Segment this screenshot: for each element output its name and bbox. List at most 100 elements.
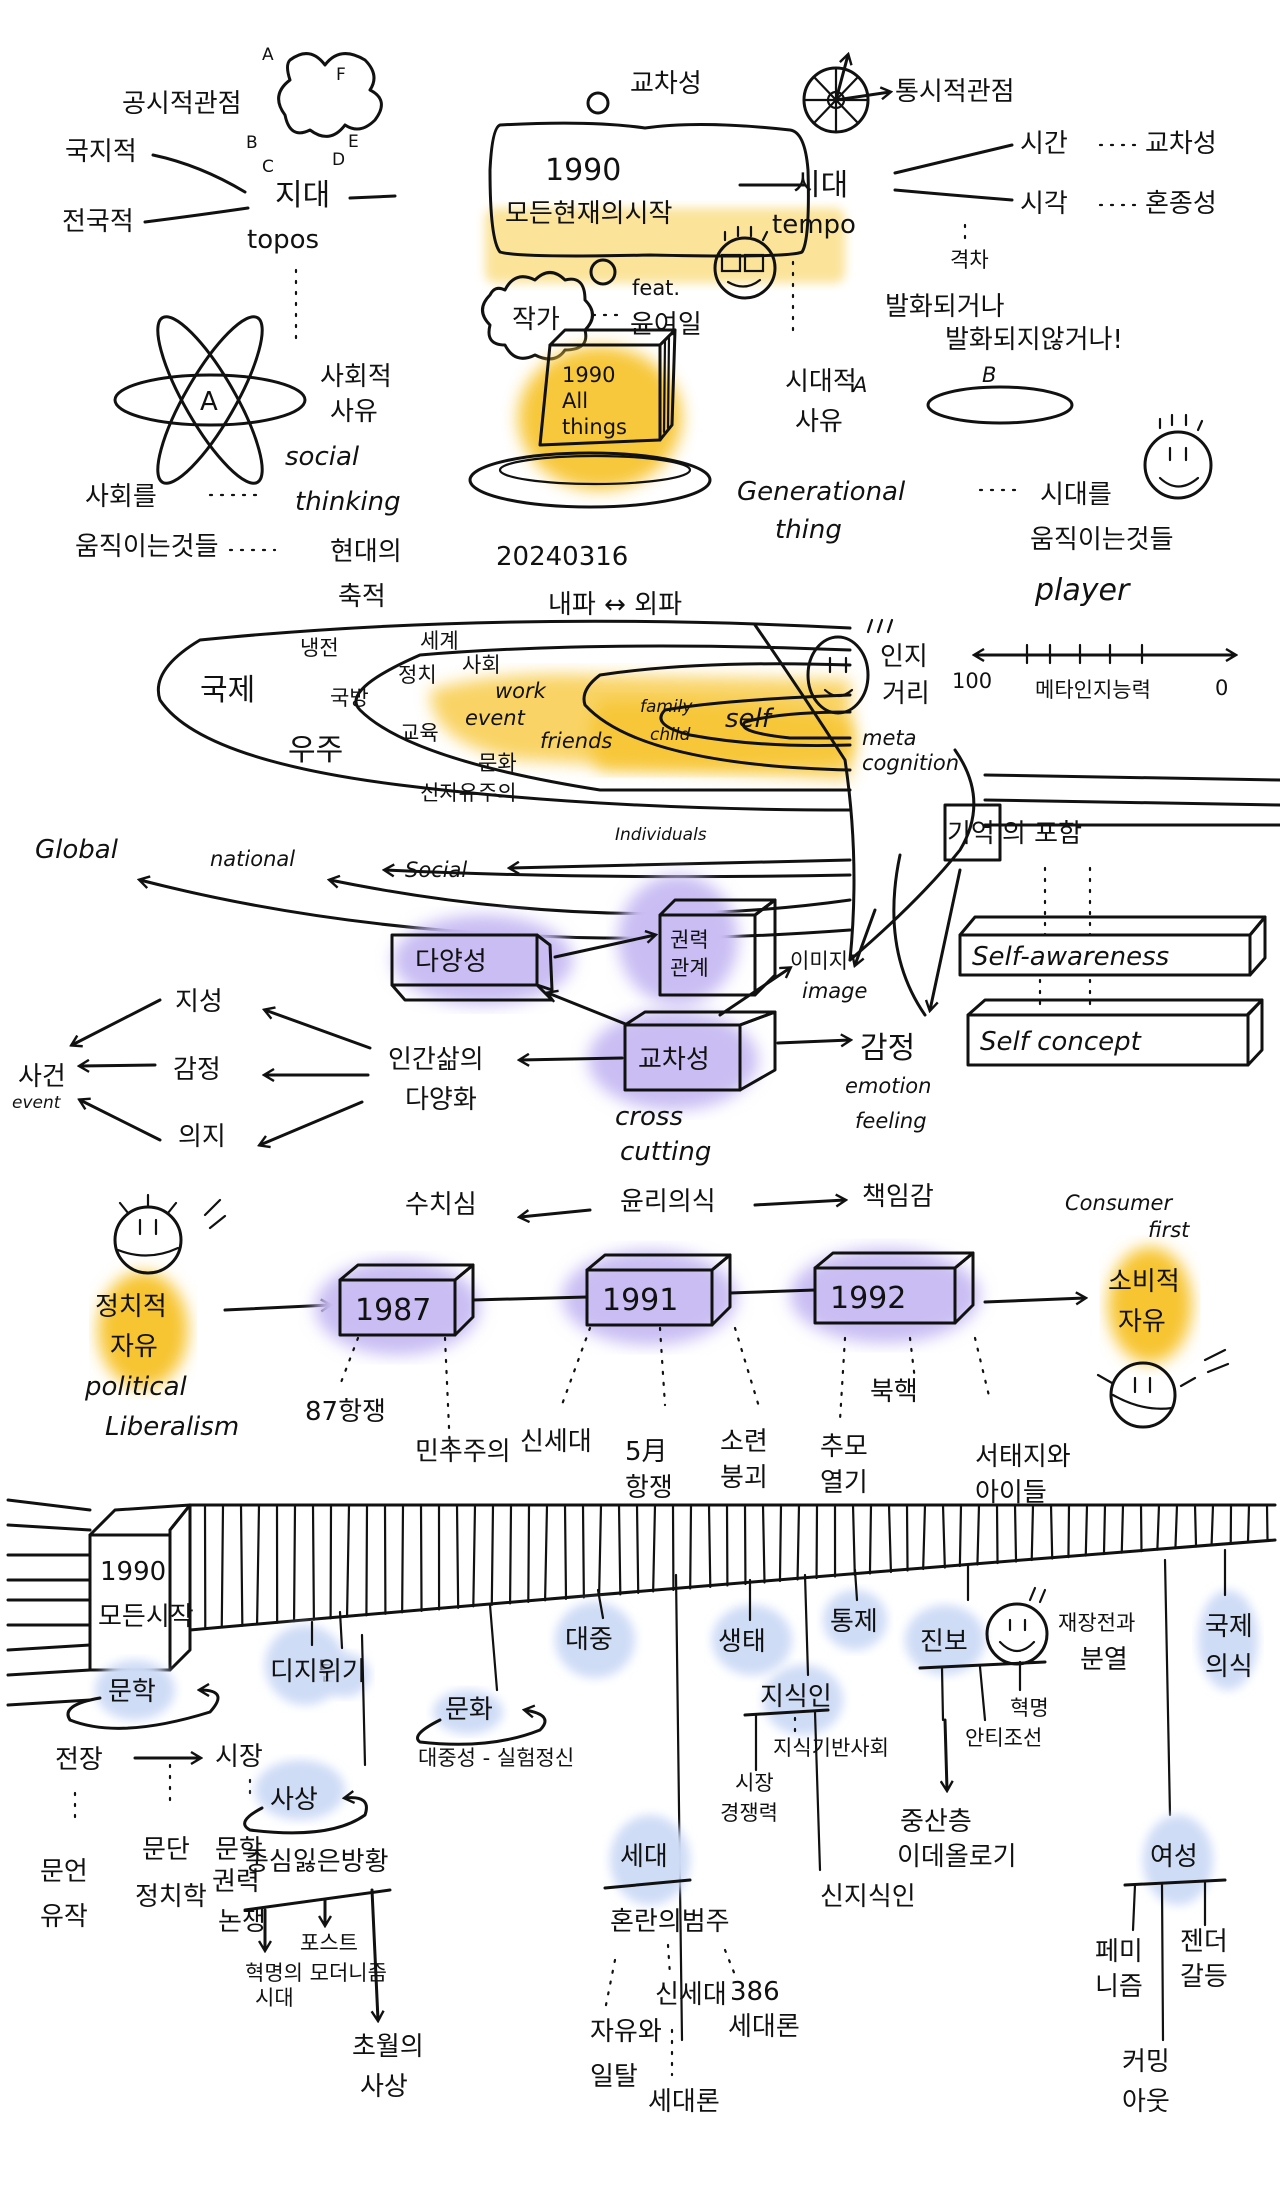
puzzle-letter: B — [246, 133, 258, 153]
year-note: 추모 — [820, 1432, 868, 1462]
sphere-work: work — [495, 679, 547, 703]
faculty-emotion: 감정 — [173, 1055, 221, 1085]
beam-tick — [473, 1505, 475, 1606]
cognitive-distance-label: 인지 — [880, 642, 928, 672]
thought-child: 사상 — [360, 2072, 408, 2102]
sphere-world: 세계 — [420, 629, 459, 653]
beam-tick — [1122, 1505, 1123, 1553]
generation-child: 386 — [730, 1977, 780, 2007]
thought-head: 중심잃은방황 — [245, 1847, 389, 1877]
generation-child: 자유와 — [590, 2017, 662, 2047]
consumer-label: 소비적 — [1108, 1267, 1180, 1297]
year-connector — [975, 1338, 990, 1400]
topos-label: topos — [247, 225, 319, 255]
progress-face-icon — [987, 1588, 1047, 1664]
intellectual-child: 신지식인 — [820, 1882, 916, 1912]
year-connector — [840, 1338, 845, 1420]
women-child: 아웃 — [1122, 2087, 1170, 2117]
beam-tick — [241, 1505, 242, 1626]
social-label: 사회적 — [320, 362, 392, 392]
beam-block-label: 모든시작 — [98, 1602, 194, 1632]
movers-label-2: 움직이는것들 — [75, 532, 219, 562]
beam-tick — [545, 1505, 547, 1600]
puzzle-letter: A — [262, 45, 274, 65]
cognitive-distance-label-2: 거리 — [882, 679, 930, 709]
beam-tick — [619, 1505, 620, 1594]
literature-leaf: 논쟁 — [218, 1907, 266, 1937]
generational-en: Generational — [737, 477, 906, 507]
year-block-1992: 1992추모열기북핵서태지와아이들 — [790, 1248, 1071, 1508]
beam-tick — [1051, 1505, 1052, 1559]
beam-tick — [997, 1505, 998, 1563]
year-note: 민주주의 — [415, 1437, 511, 1467]
topic-ecology: 생태 — [718, 1627, 766, 1657]
place-label: 지대 — [275, 178, 330, 213]
topic-mass: 대중 — [565, 1625, 613, 1655]
topic-culture: 문화 — [445, 1695, 493, 1725]
beam-tick — [1248, 1505, 1249, 1542]
diversification-label: 다양화 — [405, 1085, 477, 1115]
generational-label: 시대적 — [785, 367, 857, 397]
timeline-section: 윤리의식 수치심 책임감 정치적 자유 political Liberalism… — [84, 1182, 1228, 1508]
generation-head: 혼란의범주 — [610, 1907, 730, 1937]
self-concept-block: Self concept — [968, 1000, 1262, 1065]
cross-en: cross — [615, 1102, 683, 1132]
sphere-family: family — [640, 697, 693, 717]
women-child: 니즘 — [1095, 1972, 1143, 2002]
sphere-education: 교육 — [400, 721, 439, 745]
sphere-self: self — [725, 704, 775, 734]
year-label: 1987 — [355, 1293, 431, 1328]
beam-tick — [347, 1505, 349, 1617]
beam-tick — [1175, 1505, 1177, 1548]
beam-tick — [1068, 1505, 1069, 1557]
beam-tick — [599, 1505, 601, 1596]
view-branch-label: 시각 — [1020, 189, 1068, 219]
self-awareness-block: Self-awareness — [960, 917, 1265, 975]
beam-tick — [528, 1505, 529, 1602]
beam-tick — [1086, 1505, 1087, 1556]
intellectual-child: 시장 — [735, 1771, 774, 1795]
book-title-line: 1990 — [562, 363, 615, 387]
crossing-link-label: 교차성 — [1145, 129, 1217, 159]
beam-tick — [510, 1505, 511, 1603]
year-note: 5月 — [625, 1437, 668, 1467]
year-connector — [735, 1328, 760, 1410]
beam-tick — [583, 1505, 584, 1597]
puzzle-letter: F — [336, 65, 346, 85]
sphere-friends: friends — [540, 729, 612, 753]
memory-label: 기억 — [947, 819, 995, 849]
image-ko-label: 이미지 — [790, 949, 848, 973]
scope-social: Social — [405, 858, 467, 882]
beam-tick — [690, 1505, 691, 1588]
implosion-explosion-label: 내파 ↔ 외파 — [548, 590, 682, 620]
topic-control: 통제 — [830, 1607, 878, 1637]
beam-tick — [1267, 1505, 1268, 1541]
beam-tick — [1032, 1505, 1033, 1560]
gap-note-1: 발화되거나 — [885, 292, 1005, 322]
feeling-en-label: feeling — [855, 1109, 927, 1133]
culture-note: 대중성 - 실험정신 — [418, 1746, 574, 1770]
year-connector — [560, 1328, 590, 1410]
beam-tick — [1104, 1505, 1105, 1554]
relation-label: 관계 — [670, 956, 709, 980]
political-freedom: 정치적 자유 political Liberalism — [84, 1195, 239, 1442]
beam-tick — [977, 1505, 979, 1565]
faculty-intellect: 지성 — [175, 987, 223, 1017]
year-connector — [445, 1338, 450, 1450]
reload-label: 재장전과 — [1058, 1611, 1135, 1635]
cognition-label: cognition — [862, 751, 959, 775]
scale-max: 100 — [952, 669, 992, 693]
link-knot-icon — [588, 93, 608, 113]
central-topic: 1990 모든현재의시작 교차성 — [485, 69, 845, 284]
consumer-freedom: Consumer first 소비적 자유 — [1065, 1191, 1228, 1427]
diachronic-perspective: 통시적관점 — [895, 77, 1015, 107]
event-en-label: event — [12, 1093, 62, 1113]
national-label: 전국적 — [62, 207, 134, 237]
beam-tick — [366, 1505, 367, 1615]
thinking-label: 사유 — [330, 397, 378, 427]
beam-tick — [907, 1505, 908, 1571]
year-block-1987: 198787항쟁민주주의 — [305, 1260, 511, 1467]
power-label: 권력 — [670, 928, 709, 952]
responsibility-label: 책임감 — [862, 1182, 934, 1212]
beam-tick — [1157, 1505, 1159, 1550]
